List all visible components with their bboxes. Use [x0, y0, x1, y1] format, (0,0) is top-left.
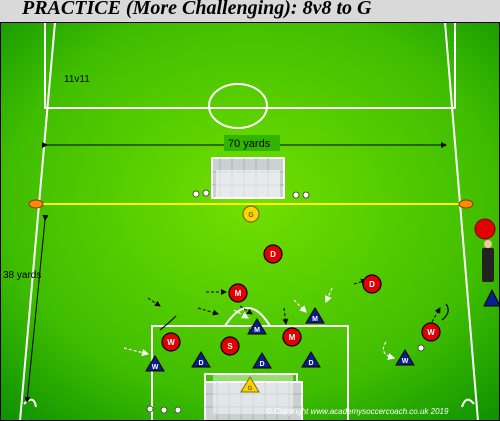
svg-text:G: G: [248, 212, 254, 219]
ball: [303, 192, 309, 198]
title-bar: PRACTICE (More Challenging): 8v8 to G: [0, 0, 500, 24]
svg-text:D: D: [198, 360, 203, 367]
red-player-m: M: [229, 284, 247, 302]
svg-text:D: D: [369, 280, 375, 289]
goalkeeper-top: G: [243, 206, 259, 222]
width-label: 70 yards: [228, 138, 271, 150]
cone-right: [459, 200, 473, 208]
red-player-d: D: [264, 245, 282, 263]
svg-text:M: M: [289, 333, 296, 342]
pitch: D M D M W S W: [0, 22, 500, 421]
cone-left: [29, 200, 43, 208]
format-label: 11v11: [64, 74, 90, 85]
svg-text:D: D: [270, 250, 276, 259]
ball: [203, 190, 209, 196]
red-player-d: D: [363, 275, 381, 293]
copyright-label: © Copyright www.academysoccercoach.co.uk…: [266, 407, 449, 416]
length-label: 38 yards: [3, 270, 41, 281]
ball: [175, 407, 181, 413]
red-player-m: M: [283, 328, 301, 346]
ball: [418, 345, 424, 351]
svg-text:W: W: [152, 364, 159, 371]
ball: [293, 192, 299, 198]
red-player-w: W: [162, 333, 180, 351]
svg-text:M: M: [312, 316, 318, 323]
svg-text:W: W: [402, 358, 409, 365]
red-player-s: S: [221, 337, 239, 355]
ball: [161, 407, 167, 413]
svg-text:S: S: [227, 342, 233, 351]
ball: [193, 191, 199, 197]
svg-text:D: D: [259, 361, 264, 368]
svg-text:W: W: [427, 328, 435, 337]
top-goal: [212, 158, 284, 198]
svg-text:M: M: [235, 289, 242, 298]
red-player-edge: [475, 219, 495, 239]
ball: [147, 406, 153, 412]
svg-text:D: D: [308, 360, 313, 367]
practice-title: PRACTICE (More Challenging): 8v8 to G: [22, 0, 371, 20]
red-player-w: W: [422, 323, 440, 341]
svg-text:W: W: [167, 338, 175, 347]
svg-text:M: M: [254, 327, 260, 334]
svg-text:G: G: [248, 386, 253, 392]
